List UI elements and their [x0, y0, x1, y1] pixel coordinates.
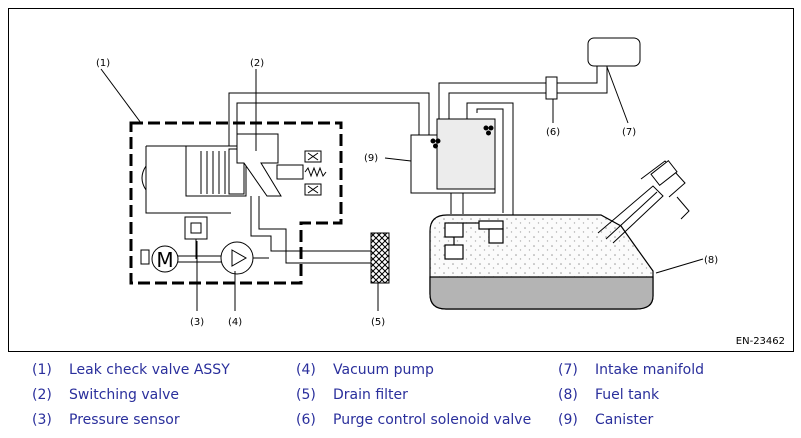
legend-num: (4) — [296, 362, 316, 378]
pressure-sensor — [184, 216, 208, 259]
legend-label: Switching valve — [69, 387, 180, 403]
legend: (1) Leak check valve ASSY (2) Switching … — [0, 358, 801, 438]
canister — [410, 118, 496, 194]
hose-lines — [228, 65, 608, 264]
legend-num: (2) — [32, 387, 52, 403]
callout-1: (1) — [96, 58, 110, 69]
fuel-tank — [429, 214, 654, 310]
legend-label: Leak check valve ASSY — [69, 362, 230, 378]
legend-num: (5) — [296, 387, 316, 403]
filler-neck — [597, 160, 690, 244]
switching-valve — [236, 133, 327, 197]
intake-manifold — [587, 37, 641, 67]
diagram-frame: M — [8, 8, 794, 352]
evap-system-diagram: M — [96, 37, 718, 328]
callout-9: (9) — [364, 153, 378, 164]
leak-check-assy-outline — [129, 121, 343, 285]
legend-num: (6) — [296, 412, 316, 428]
motor-symbol-label: M — [156, 248, 173, 272]
legend-label: Drain filter — [333, 387, 408, 403]
callout-5: (5) — [371, 317, 385, 328]
callout-8: (8) — [704, 255, 718, 266]
legend-label: Intake manifold — [595, 362, 704, 378]
motor-and-pump — [140, 241, 254, 275]
legend-num: (9) — [558, 412, 578, 428]
callout-3: (3) — [190, 317, 204, 328]
legend-num: (3) — [32, 412, 52, 428]
callout-6: (6) — [546, 127, 560, 138]
callout-4: (4) — [228, 317, 242, 328]
legend-num: (1) — [32, 362, 52, 378]
figure-code: EN-23462 — [735, 336, 785, 347]
valve-body — [141, 145, 247, 214]
legend-label: Vacuum pump — [333, 362, 434, 378]
leader-lines — [100, 66, 704, 311]
drain-filter — [370, 232, 390, 284]
legend-label: Pressure sensor — [69, 412, 180, 428]
legend-label: Fuel tank — [595, 387, 660, 403]
purge-solenoid-valve — [545, 76, 558, 100]
legend-label: Canister — [595, 412, 654, 428]
callout-7: (7) — [622, 127, 636, 138]
callout-2: (2) — [250, 58, 264, 69]
legend-num: (8) — [558, 387, 578, 403]
legend-label: Purge control solenoid valve — [333, 412, 532, 428]
legend-num: (7) — [558, 362, 578, 378]
